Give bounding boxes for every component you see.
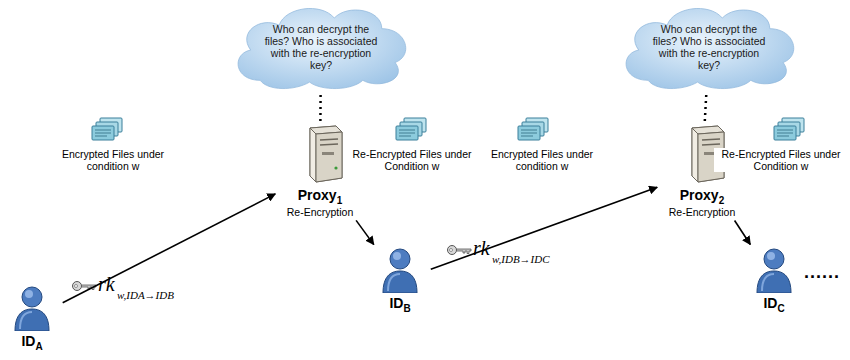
key-icon bbox=[73, 282, 97, 291]
file-stack-icon bbox=[396, 118, 426, 140]
user-icon bbox=[380, 247, 420, 293]
file-stack-icon bbox=[92, 118, 122, 140]
flow-arrow bbox=[63, 194, 276, 303]
key-name: rk bbox=[98, 273, 115, 296]
continuation-dots: ...... bbox=[804, 262, 840, 283]
flow-arrow bbox=[356, 220, 374, 244]
file-stack-icon bbox=[518, 118, 548, 140]
cloud-question: Who can decrypt the files? Who is associ… bbox=[226, 2, 416, 85]
edge-label: Re-Encrypted Files under Condition w bbox=[714, 148, 848, 172]
user-id: ID bbox=[21, 333, 35, 349]
flow-arrow bbox=[431, 187, 657, 269]
question-cloud: Who can decrypt the files? Who is associ… bbox=[226, 2, 416, 91]
name-subscript: 1 bbox=[337, 195, 343, 206]
question-cloud: Who can decrypt the files? Who is associ… bbox=[614, 2, 804, 91]
edge-label: Re-Encrypted Files under Condition w bbox=[344, 148, 480, 172]
user-id: ID bbox=[389, 295, 403, 311]
user-id: ID bbox=[763, 295, 777, 311]
user-node: IDA bbox=[4, 285, 60, 352]
node-name-row: IDB bbox=[372, 294, 428, 314]
proxy-role: Re-Encryption bbox=[278, 206, 362, 218]
dotted-link bbox=[319, 94, 322, 121]
node-name-row: IDC bbox=[746, 294, 802, 314]
key-icon bbox=[448, 246, 472, 255]
edge-label: Encrypted Files under condition w bbox=[482, 148, 602, 172]
proxy-name: Proxy bbox=[680, 187, 719, 203]
node-name-row: Proxy1 bbox=[278, 186, 362, 206]
server-icon bbox=[296, 124, 344, 184]
flow-arrow bbox=[735, 221, 751, 245]
name-subscript: 2 bbox=[719, 195, 725, 206]
key-name: rk bbox=[473, 237, 490, 260]
dotted-link bbox=[705, 94, 707, 121]
key-subscript: w,IDB→IDC bbox=[492, 253, 550, 265]
cloud-question: Who can decrypt the files? Who is associ… bbox=[614, 2, 804, 85]
node-name-row: IDA bbox=[4, 332, 60, 352]
key-subscript: w,IDA→IDB bbox=[117, 289, 174, 301]
proxy-name: Proxy bbox=[298, 187, 337, 203]
name-subscript: A bbox=[35, 341, 42, 352]
user-icon bbox=[12, 285, 52, 331]
proxy-role: Re-Encryption bbox=[660, 206, 744, 218]
user-node: IDB bbox=[372, 247, 428, 314]
user-node: IDC bbox=[746, 247, 802, 314]
user-icon bbox=[754, 247, 794, 293]
node-name-row: Proxy2 bbox=[660, 186, 744, 206]
edge-label: Encrypted Files under condition w bbox=[44, 148, 182, 172]
name-subscript: C bbox=[777, 303, 784, 314]
file-stack-icon bbox=[774, 118, 804, 140]
name-subscript: B bbox=[403, 303, 410, 314]
